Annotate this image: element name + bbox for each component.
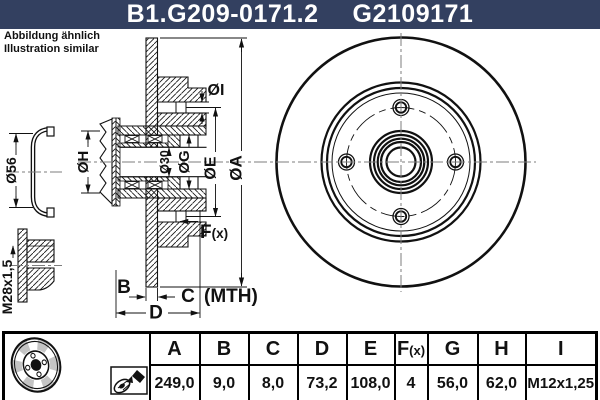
value-b: 9,0 — [198, 364, 250, 400]
dimension-table: A B C D E F(x) G H I 249,0 9,0 8,0 73,2 … — [2, 331, 598, 400]
dim-label-dia-i: ØI — [208, 82, 225, 99]
bearing-rollers — [124, 134, 163, 190]
dim-label-c-suffix: (MTH) — [204, 286, 258, 307]
centerlines — [6, 33, 536, 292]
dim-label-d: D — [149, 303, 163, 324]
table-image-cell — [2, 331, 151, 400]
col-header-d: D — [296, 331, 348, 367]
table-illustrations — [10, 337, 148, 395]
col-header-a: A — [148, 331, 201, 367]
value-c: 8,0 — [247, 364, 299, 400]
reference-number: G2109171 — [352, 0, 474, 28]
header-bar: B1.G209-0171.2 G2109171 — [0, 0, 600, 29]
dim-label-dia-a: ØA — [227, 155, 246, 181]
dim-label-dia-g: ØG — [176, 150, 193, 173]
dim-label-dia-56: Ø56 — [3, 157, 19, 184]
similarity-note: Abbildung ähnlich Illustration similar — [4, 30, 100, 56]
value-e: 108,0 — [345, 364, 396, 400]
dim-label-dia-30: Ø30 — [158, 150, 172, 174]
note-line-en: Illustration similar — [4, 43, 99, 55]
dimension-annotations: ØI ØE ØA ØG Ø30 ØH Ø56 M28x1,5 F(x) B C … — [0, 37, 258, 324]
col-header-c: C — [247, 331, 299, 367]
brake-disc-illustration — [10, 337, 62, 393]
dim-label-dia-h: ØH — [75, 151, 92, 174]
col-header-b: B — [198, 331, 250, 367]
coated-disc-icon — [110, 366, 148, 395]
part-number: B1.G209-0171.2 — [126, 0, 319, 28]
col-header-h: H — [476, 331, 527, 367]
col-header-i: I — [524, 331, 598, 367]
note-line-de: Abbildung ähnlich — [4, 30, 100, 42]
value-a: 249,0 — [148, 364, 201, 400]
spray-gun-glyph — [117, 370, 145, 391]
col-header-e: E — [345, 331, 396, 367]
hat-bottom-section — [156, 221, 207, 248]
dim-label-c: C — [181, 286, 195, 307]
technical-drawing: ØI ØE ØA ØG Ø30 ØH Ø56 M28x1,5 F(x) B C … — [0, 33, 536, 324]
col-header-g: G — [426, 331, 479, 367]
dim-label-f: F(x) — [200, 222, 228, 243]
dim-label-dia-e: ØE — [203, 156, 220, 179]
value-g: 56,0 — [426, 364, 479, 400]
col-header-f: F(x) — [393, 331, 429, 367]
dim-label-b: B — [117, 277, 131, 298]
dim-label-thread: M28x1,5 — [0, 260, 15, 315]
value-d: 73,2 — [296, 364, 348, 400]
value-h: 62,0 — [476, 364, 527, 400]
value-f: 4 — [393, 364, 429, 400]
hat-top-section — [156, 76, 207, 103]
value-i: M12x1,25 — [524, 364, 598, 400]
